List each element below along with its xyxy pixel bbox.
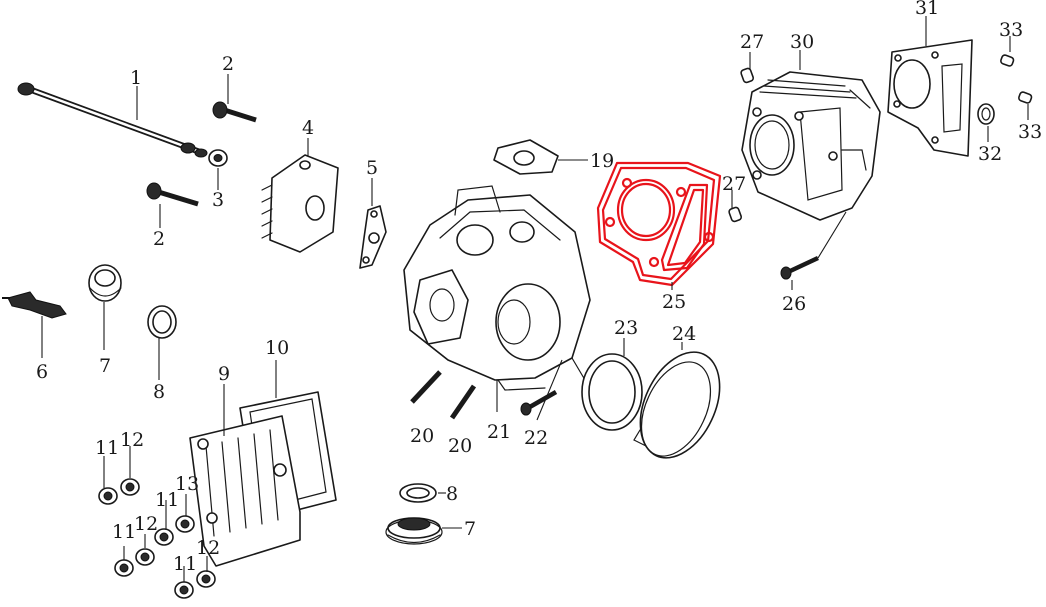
part-25-cylinder-gasket-highlighted (596, 161, 722, 287)
callout-12: 12 (120, 429, 144, 451)
part-7-joint-upper (88, 264, 122, 302)
callout-27: 27 (722, 173, 746, 195)
part-9-head-cover (189, 415, 301, 567)
callout-12: 12 (134, 513, 158, 535)
part-30-cylinder (741, 71, 881, 221)
callout-11: 11 (155, 489, 179, 511)
callout-7: 7 (464, 518, 476, 540)
callout-8: 8 (153, 381, 165, 403)
callout-25: 25 (662, 291, 686, 313)
part-2-bolt-upper (212, 101, 257, 123)
leader-lines (41, 16, 1029, 582)
part-19-gasket (493, 139, 559, 175)
part-27-dowels (728, 67, 755, 223)
part-20-studs (410, 370, 477, 420)
callout-labels: 1 2 2 3 4 5 6 7 7 8 8 9 10 11 11 11 11 1… (36, 0, 1042, 575)
part-1-stud-bolt (17, 82, 208, 158)
part-23-ring (581, 353, 643, 431)
part-6-spark-plug (2, 291, 67, 319)
callout-21: 21 (487, 421, 511, 443)
part-22-bolt (520, 390, 558, 416)
callout-2: 2 (153, 228, 165, 250)
callout-2: 2 (222, 53, 234, 75)
part-5-plate (359, 205, 387, 269)
part-8-ring-upper (147, 305, 177, 339)
part-31-base-gasket (887, 39, 973, 157)
callout-6: 6 (36, 361, 48, 383)
part-7-joint-lower (385, 517, 443, 545)
callout-19: 19 (590, 150, 614, 172)
callout-24: 24 (672, 323, 696, 345)
callout-32: 32 (978, 143, 1002, 165)
callout-26: 26 (782, 293, 806, 315)
callout-1: 1 (130, 67, 142, 89)
callout-11: 11 (173, 553, 197, 575)
callout-10: 10 (265, 337, 289, 359)
callout-27: 27 (740, 31, 764, 53)
callout-3: 3 (212, 189, 224, 211)
part-33-pins (1000, 54, 1033, 104)
callout-33: 33 (1018, 121, 1042, 143)
callout-22: 22 (524, 427, 548, 449)
part-26-bolt (780, 255, 819, 280)
callout-11: 11 (112, 521, 136, 543)
callout-33: 33 (999, 19, 1023, 41)
callout-30: 30 (790, 31, 814, 53)
part-32-ring (977, 103, 995, 125)
part-4-cam-holder (261, 154, 339, 253)
callout-11: 11 (95, 437, 119, 459)
part-8-ring-lower (399, 483, 437, 503)
callout-5: 5 (366, 157, 378, 179)
callout-23: 23 (614, 317, 638, 339)
callout-9: 9 (218, 363, 230, 385)
callout-31: 31 (915, 0, 939, 19)
part-21-cylinder-head (403, 185, 591, 391)
part-11-12-13-fasteners (98, 478, 216, 599)
callout-20: 20 (448, 435, 472, 457)
part-3-nut (208, 149, 228, 167)
part-2-bolt-lower (146, 182, 199, 207)
part-24-cover (633, 351, 721, 459)
callout-8: 8 (446, 483, 458, 505)
callout-13: 13 (175, 473, 199, 495)
callout-12: 12 (196, 537, 220, 559)
callout-20: 20 (410, 425, 434, 447)
callout-4: 4 (302, 117, 314, 139)
callout-7: 7 (99, 355, 111, 377)
